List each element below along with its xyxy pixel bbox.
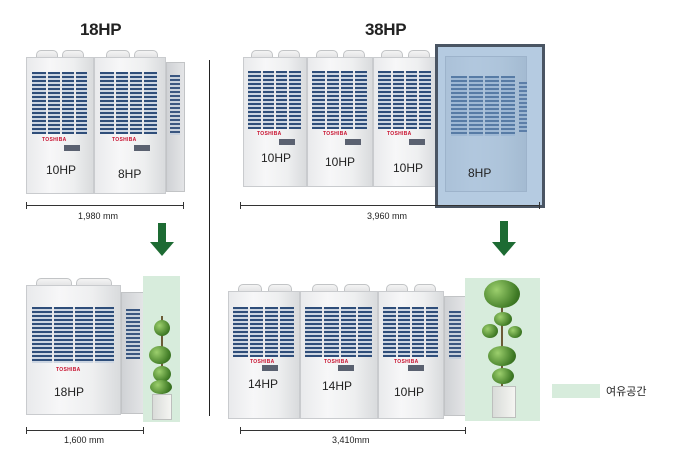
unit-capacity-label: 10HP (261, 151, 292, 165)
dimension-line (26, 205, 184, 206)
unit-capacity-label: 8HP (468, 166, 492, 180)
dimension-line (240, 430, 466, 431)
brand-logo: TOSHIBA (387, 131, 412, 137)
right-section-title: 38HP (365, 20, 407, 39)
brand-logo: TOSHIBA (324, 359, 349, 365)
unit-side-panel (444, 296, 467, 416)
outdoor-unit: TOSHIBA 10HP (26, 50, 94, 194)
unit-capacity-label: 18HP (54, 385, 85, 399)
dimension-label: 3,410mm (332, 435, 370, 445)
unit-capacity-label: 10HP (393, 161, 424, 175)
removed-unit-highlight (435, 44, 545, 208)
outdoor-unit: TOSHIBA 8HP (94, 50, 166, 194)
dimension-line (26, 430, 144, 431)
unit-capacity-label: 10HP (325, 155, 356, 169)
unit-capacity-label: 14HP (322, 379, 353, 393)
unit-capacity-label: 14HP (248, 377, 279, 391)
dimension-line (240, 205, 540, 206)
left-section-title: 18HP (80, 20, 122, 39)
outdoor-unit: TOSHIBA 18HP (26, 278, 121, 415)
dimension-label: 1,980 mm (78, 211, 119, 221)
dimension-label: 1,600 mm (64, 435, 105, 445)
legend-label: 여유공간 (606, 386, 647, 398)
unit-side-panel (166, 62, 185, 192)
unit-side-panel (121, 292, 145, 414)
unit-capacity-label: 10HP (46, 163, 77, 177)
brand-logo: TOSHIBA (112, 137, 137, 143)
outdoor-unit: TOSHIBA 10HP (373, 50, 437, 187)
brand-logo: TOSHIBA (42, 137, 67, 143)
brand-logo: TOSHIBA (394, 359, 419, 365)
outdoor-unit: TOSHIBA 14HP (300, 284, 378, 419)
brand-logo: TOSHIBA (250, 359, 275, 365)
legend-swatch (552, 384, 600, 398)
section-divider (209, 60, 210, 416)
brand-logo: TOSHIBA (257, 131, 282, 137)
outdoor-unit: TOSHIBA 10HP (378, 284, 444, 419)
brand-logo: TOSHIBA (56, 367, 81, 373)
unit-capacity-label: 8HP (118, 167, 142, 181)
unit-capacity-label: 10HP (394, 385, 425, 399)
outdoor-unit: TOSHIBA 10HP (307, 50, 373, 187)
outdoor-unit: TOSHIBA 14HP (228, 284, 300, 419)
outdoor-unit: TOSHIBA 10HP (243, 50, 307, 187)
brand-logo: TOSHIBA (323, 131, 348, 137)
dimension-label: 3,960 mm (367, 211, 408, 221)
